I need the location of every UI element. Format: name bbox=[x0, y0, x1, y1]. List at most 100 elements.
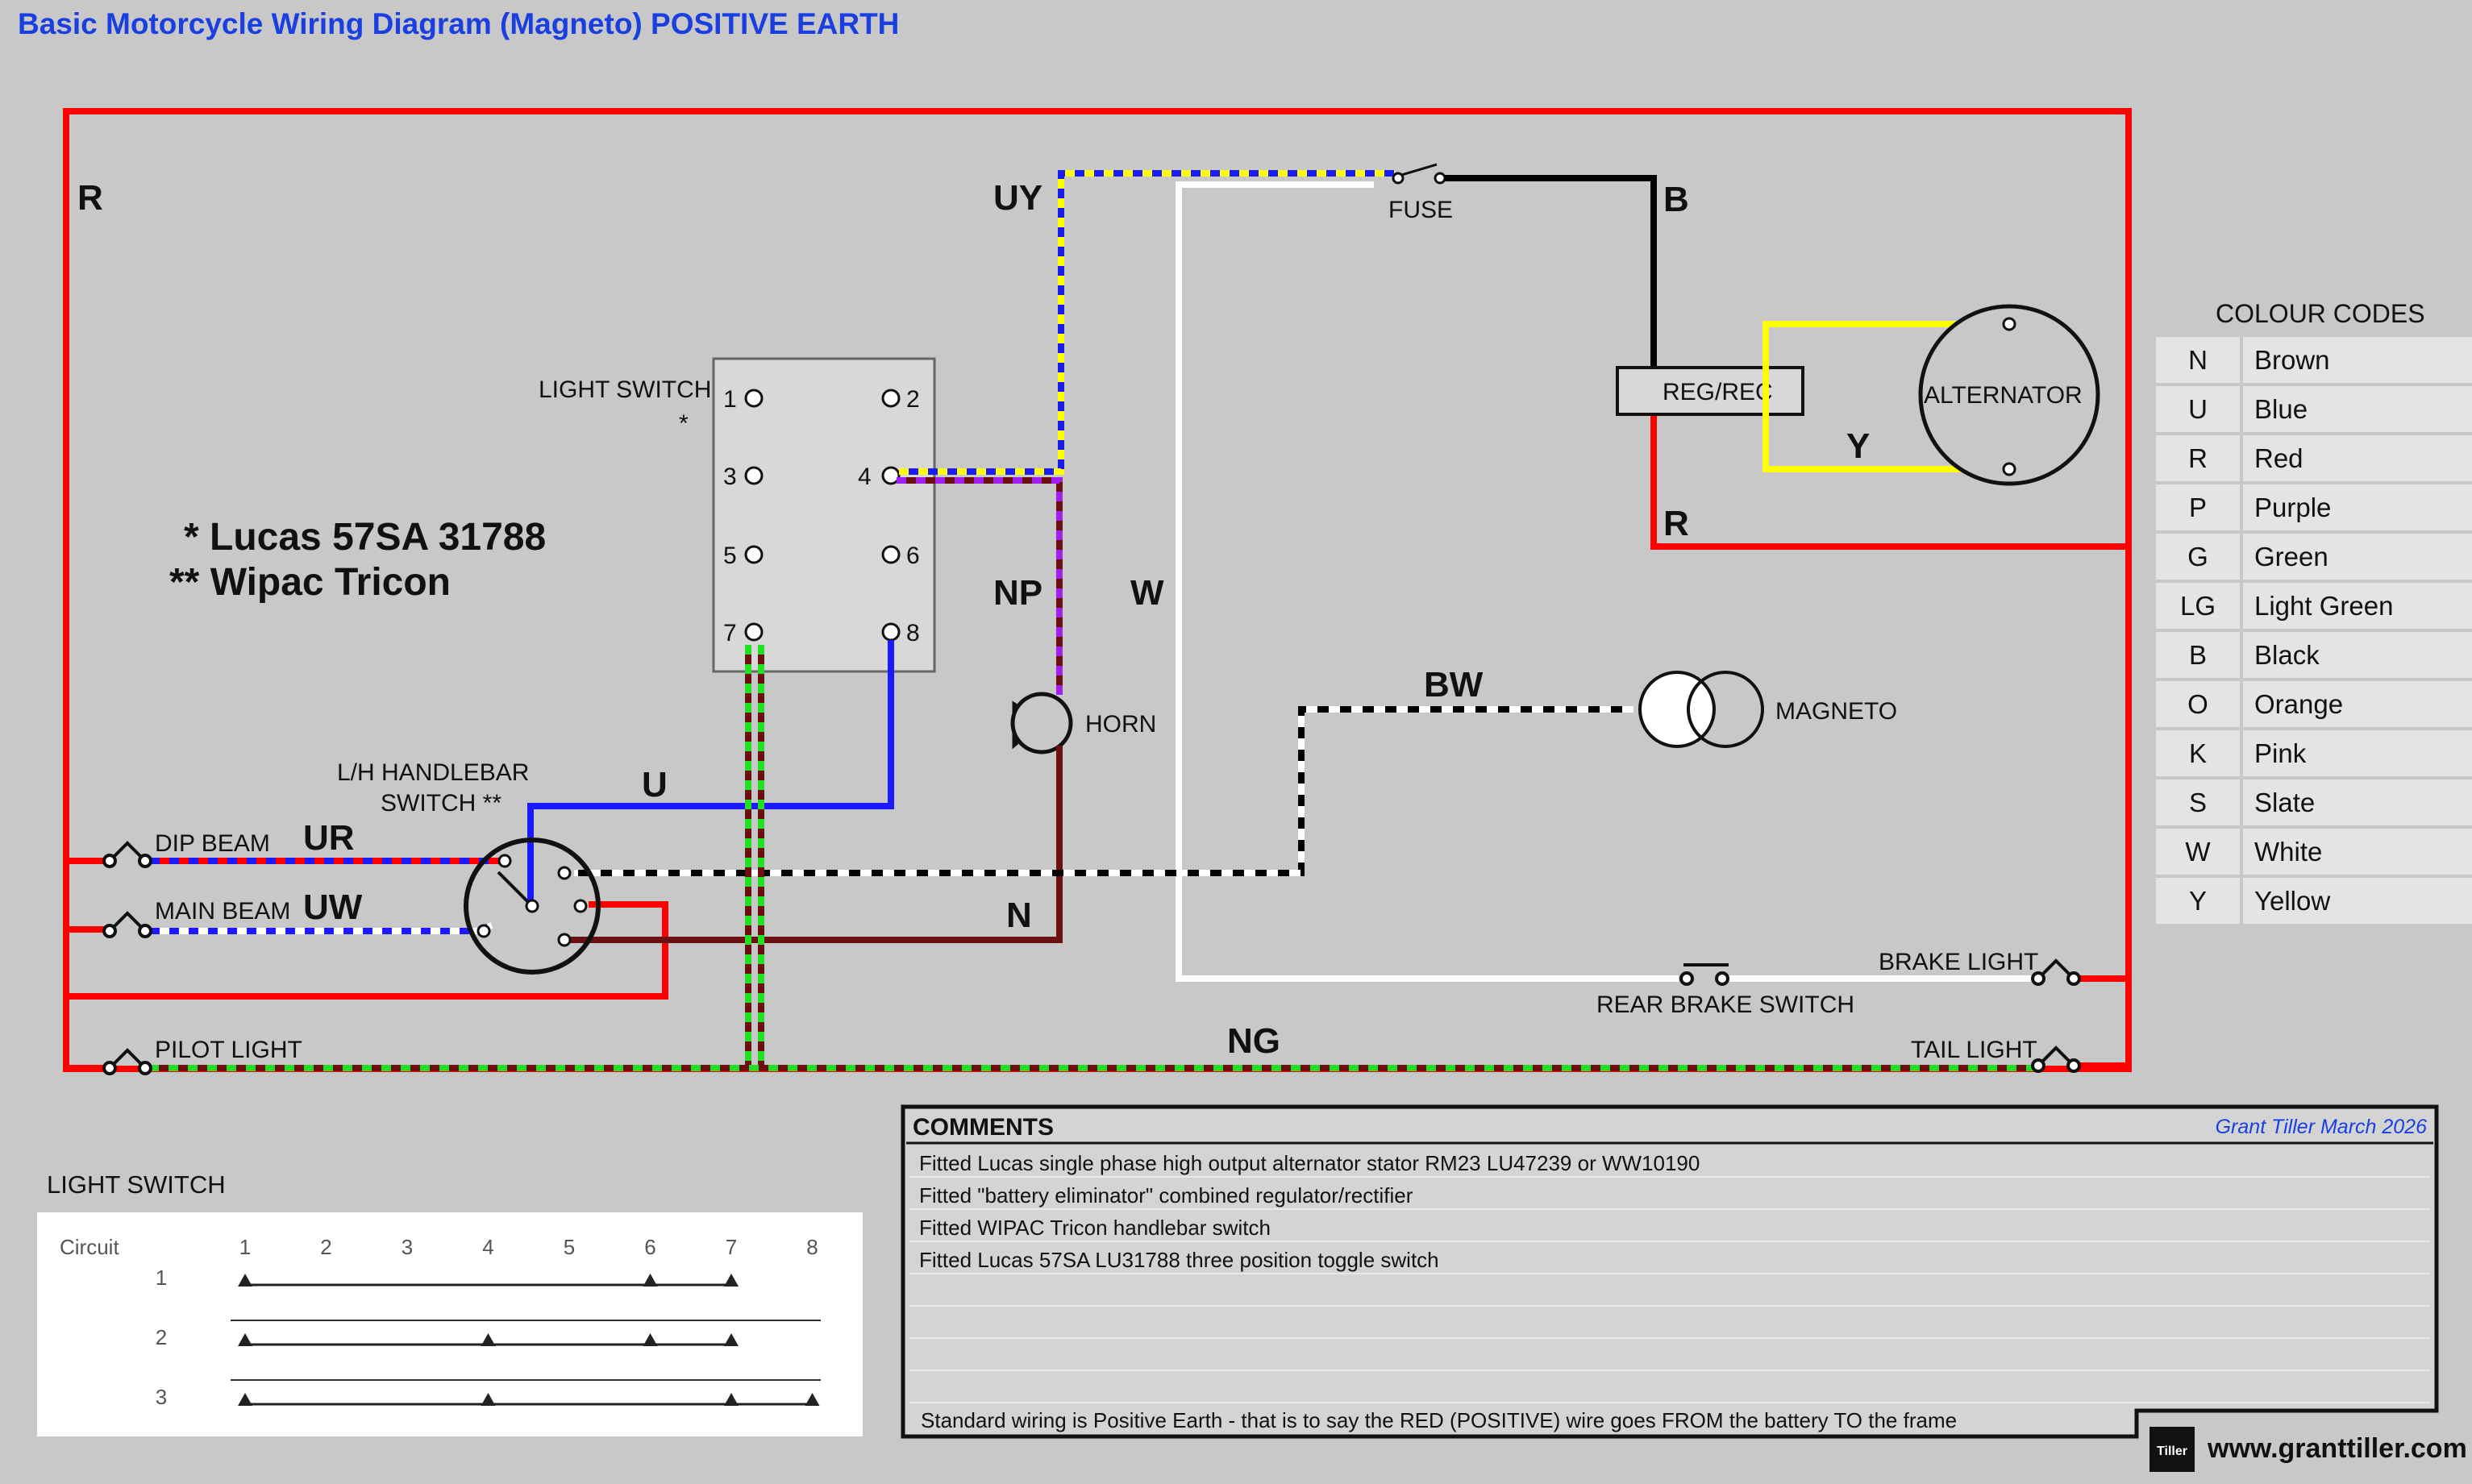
ls-contact-marker bbox=[643, 1333, 658, 1346]
ls-circuit-label: 2 bbox=[156, 1325, 167, 1349]
colour-name: Black bbox=[2254, 640, 2320, 670]
ls-column-label: 5 bbox=[564, 1235, 575, 1259]
wire-label-uy: UY bbox=[993, 178, 1042, 218]
colour-code: R bbox=[2188, 443, 2208, 473]
diagram-title: Basic Motorcycle Wiring Diagram (Magneto… bbox=[18, 7, 899, 40]
colour-code-row bbox=[2153, 383, 2472, 435]
terminal-8: 8 bbox=[906, 620, 920, 646]
alternator bbox=[1918, 304, 2100, 486]
ls-column-label: 7 bbox=[726, 1235, 737, 1259]
colour-code-row bbox=[2153, 530, 2472, 583]
light-switch-terminals bbox=[744, 389, 901, 642]
comments-author: Grant Tiller March 2026 bbox=[2216, 1116, 2427, 1138]
wire-label-n: N bbox=[1006, 896, 1032, 935]
horn bbox=[1010, 692, 1073, 754]
wire-label-ng: NG bbox=[1227, 1021, 1280, 1061]
terminal-7: 7 bbox=[723, 620, 737, 646]
comments-header: COMMENTS bbox=[913, 1114, 1054, 1141]
dip-beam-lamp bbox=[102, 841, 152, 868]
colour-code: B bbox=[2189, 640, 2207, 670]
rear-brake-switch-label: REAR BRAKE SWITCH bbox=[1596, 991, 1854, 1018]
colour-code: G bbox=[2187, 542, 2208, 572]
wire-label-w: W bbox=[1130, 573, 1164, 613]
ls-contact-marker bbox=[724, 1333, 739, 1346]
comment-line: Fitted WIPAC Tricon handlebar switch bbox=[919, 1216, 1271, 1240]
ls-column-label: 6 bbox=[644, 1235, 655, 1259]
note-lucas: * Lucas 57SA 31788 bbox=[184, 516, 546, 559]
colour-code: W bbox=[2185, 837, 2211, 867]
dip-beam-label: DIP BEAM bbox=[155, 830, 270, 857]
lamp-symbols bbox=[102, 841, 2081, 1075]
comments-box: COMMENTS Grant Tiller March 2026 Fitted … bbox=[901, 1104, 2439, 1439]
colour-code: P bbox=[2189, 493, 2207, 522]
colour-name: Purple bbox=[2254, 493, 2331, 522]
light-switch-star: * bbox=[679, 410, 689, 437]
pilot-light-label: PILOT LIGHT bbox=[155, 1037, 302, 1063]
wire-label-r-left: R bbox=[77, 178, 103, 218]
colour-name: Brown bbox=[2254, 345, 2330, 375]
alternator-label: ALTERNATOR bbox=[1924, 382, 2083, 409]
terminal-3: 3 bbox=[723, 463, 737, 490]
comments-footer: Standard wiring is Positive Earth - that… bbox=[921, 1408, 1957, 1432]
terminal-4: 4 bbox=[858, 463, 872, 490]
terminal-6: 6 bbox=[906, 542, 920, 569]
reg-rec-box bbox=[1616, 366, 1804, 416]
comment-line: Fitted Lucas 57SA LU31788 three position… bbox=[919, 1248, 1439, 1272]
colour-name: Light Green bbox=[2254, 591, 2393, 621]
colour-name: Orange bbox=[2254, 689, 2343, 719]
magneto bbox=[1638, 671, 1764, 748]
ls-contact-marker bbox=[724, 1274, 739, 1287]
ls-contact-marker bbox=[643, 1274, 658, 1287]
ls-contact-marker bbox=[724, 1393, 739, 1406]
colour-name: Red bbox=[2254, 443, 2303, 473]
handlebar-switch bbox=[464, 838, 601, 975]
colour-code-row bbox=[2153, 727, 2472, 779]
ls-contact-marker bbox=[238, 1333, 252, 1346]
horn-label: HORN bbox=[1085, 711, 1156, 738]
logo-text: Tiller bbox=[2157, 1445, 2187, 1458]
ng-wire bbox=[149, 645, 2036, 1071]
light-switch-table-title: LIGHT SWITCH bbox=[47, 1170, 226, 1199]
note-wipac: ** Wipac Tricon bbox=[169, 561, 451, 604]
wire-label-uw: UW bbox=[303, 887, 363, 927]
np-wire bbox=[897, 477, 1063, 695]
ls-contact-marker bbox=[481, 1333, 496, 1346]
handlebar-switch-label-2: SWITCH ** bbox=[381, 790, 501, 817]
colour-code-row bbox=[2153, 875, 2472, 927]
colour-code-row bbox=[2153, 629, 2472, 681]
comment-line: Fitted Lucas single phase high output al… bbox=[919, 1151, 1700, 1175]
main-beam-label: MAIN BEAM bbox=[155, 898, 290, 925]
ls-column-label: 8 bbox=[806, 1235, 818, 1259]
wire-label-u: U bbox=[642, 765, 668, 804]
terminal-1: 1 bbox=[723, 386, 737, 413]
magneto-label: MAGNETO bbox=[1775, 698, 1897, 725]
ls-header: Circuit bbox=[60, 1235, 119, 1259]
ls-column-label: 2 bbox=[320, 1235, 331, 1259]
colour-code: U bbox=[2188, 394, 2208, 424]
colour-code: S bbox=[2189, 788, 2207, 817]
colour-name: Slate bbox=[2254, 788, 2315, 817]
main-beam-lamp bbox=[102, 911, 152, 938]
website-link[interactable]: www.granttiller.com bbox=[2207, 1433, 2467, 1464]
colour-code: Y bbox=[2189, 886, 2207, 916]
ls-contact-marker bbox=[238, 1393, 252, 1406]
ls-contact-marker bbox=[238, 1274, 252, 1287]
ls-column-label: 1 bbox=[239, 1235, 251, 1259]
pilot-light-lamp bbox=[102, 1048, 152, 1075]
ls-circuit-label: 3 bbox=[156, 1385, 167, 1409]
colour-code: N bbox=[2188, 345, 2208, 375]
brake-light-lamp bbox=[2031, 958, 2081, 986]
colour-code: LG bbox=[2180, 591, 2216, 621]
colour-code: O bbox=[2187, 689, 2208, 719]
w-wire bbox=[1176, 181, 1679, 982]
terminal-5: 5 bbox=[723, 542, 737, 569]
uy-wire bbox=[899, 170, 1395, 475]
tail-light-lamp bbox=[2031, 1045, 2081, 1073]
colour-codes-title: COLOUR CODES bbox=[2216, 299, 2425, 328]
wire-label-np: NP bbox=[993, 573, 1042, 613]
y-wire bbox=[1762, 321, 2009, 472]
colour-name: White bbox=[2254, 837, 2322, 867]
u-wire bbox=[527, 640, 894, 904]
